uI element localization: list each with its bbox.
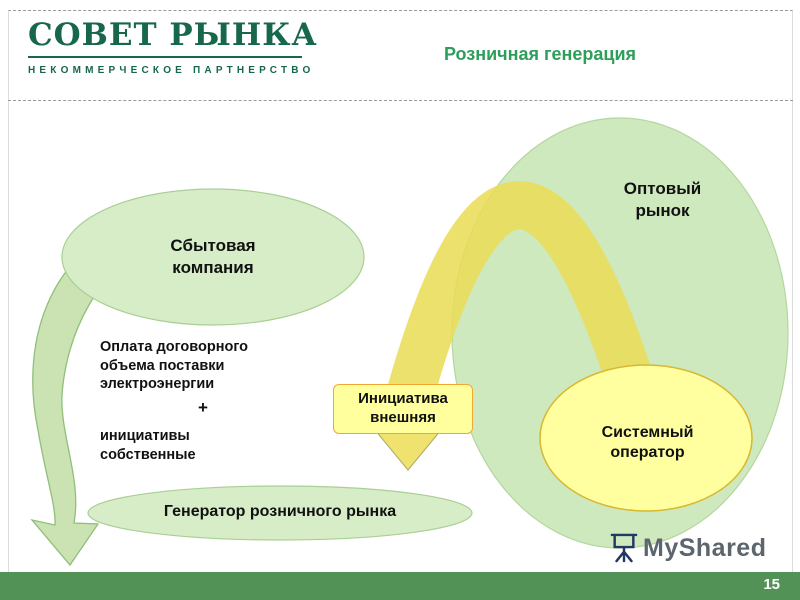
logo-title: СОВЕТ РЫНКА [28, 17, 318, 53]
page-number: 15 [763, 576, 780, 593]
watermark-text: MyShared [643, 533, 767, 562]
logo-subtitle: НЕКОММЕРЧЕСКОЕ ПАРТНЕРСТВО [28, 65, 315, 77]
footer-bar: 15 [0, 572, 800, 600]
logo-divider [28, 56, 302, 59]
external-initiative-box: Инициатива внешняя [333, 384, 473, 434]
slide-title: Розничная генерация [443, 44, 637, 64]
own-initiatives-text: инициативы собственные [100, 428, 196, 463]
retail-generator-ellipse [87, 485, 473, 541]
sales-company-label: Сбытовая компания [170, 236, 256, 277]
plus-sign: + [198, 398, 208, 417]
logo: СОВЕТ РЫНКА НЕКОММЕРЧЕСКОЕ ПАРТНЕРСТВО [28, 18, 318, 76]
header-divider [8, 100, 793, 101]
payment-text: Оплата договорного объема поставки элект… [100, 339, 249, 393]
external-initiative-label: Инициатива внешняя [358, 390, 448, 426]
external-initiative-arrow [384, 181, 669, 437]
projector-screen-icon [610, 533, 638, 563]
watermark[interactable]: MyShared [610, 532, 766, 564]
sales-company-ellipse [61, 188, 365, 326]
system-operator-ellipse [539, 364, 753, 512]
retail-flow-arrow [30, 217, 159, 567]
retail-generator-label: Генератор розничного рынка [163, 503, 397, 520]
system-operator-label: Системный оператор [601, 424, 694, 462]
wholesale-market-label: Оптовый рынок [623, 179, 702, 220]
